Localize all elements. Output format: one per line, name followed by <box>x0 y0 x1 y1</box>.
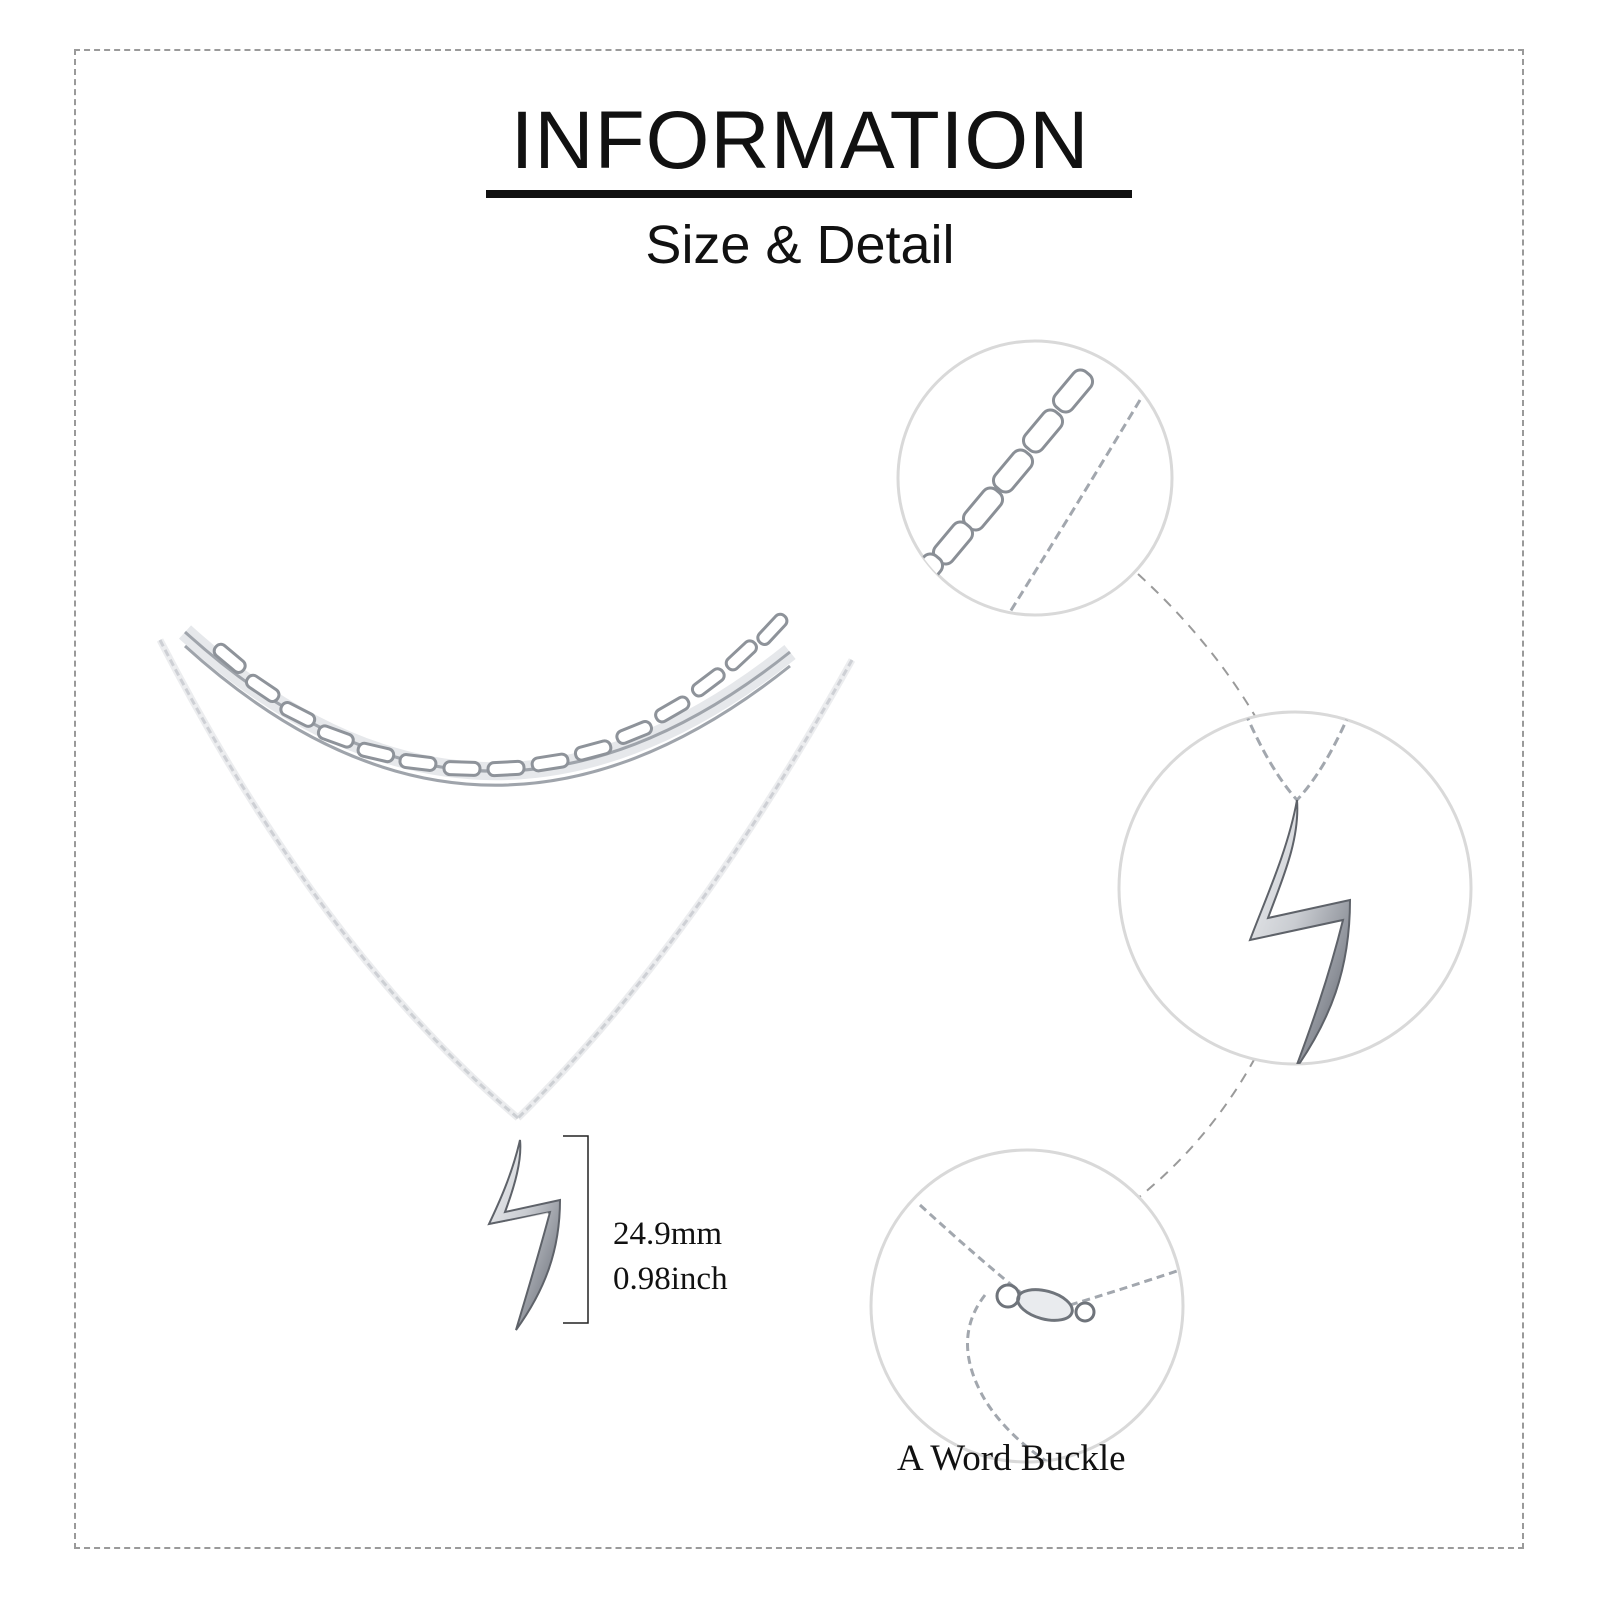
detail-circle-pendant <box>1117 710 1473 1066</box>
page-title: INFORMATION <box>510 95 1090 186</box>
cable-chain-shadow <box>156 638 856 1121</box>
detail-circle-clasp <box>869 1148 1185 1464</box>
page-subtitle: Size & Detail <box>645 215 955 275</box>
dashed-frame <box>74 49 1524 1549</box>
paperclip-links <box>212 612 789 778</box>
dimension-bracket <box>563 1135 589 1324</box>
detail-circle-chains <box>896 339 1174 617</box>
cable-chain <box>158 639 854 1120</box>
title-underline <box>486 190 1132 198</box>
paperclip-chain <box>178 625 796 787</box>
connector-lines <box>1137 573 1256 1199</box>
lightning-bolt-pendant <box>487 1139 562 1331</box>
pendant-height-imperial: 0.98inch <box>613 1261 728 1297</box>
pendant-height-metric: 24.9mm <box>613 1216 723 1252</box>
clasp-caption: A Word Buckle <box>897 1438 1126 1479</box>
